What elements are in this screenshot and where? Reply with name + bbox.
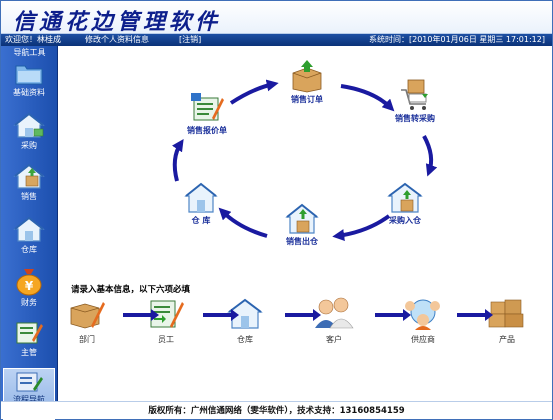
warehouse-icon (13, 216, 45, 242)
setup-instruction: 请录入基本信息，以下六项必填 (71, 285, 191, 295)
flow-node-label: 采购入仓 (389, 216, 421, 225)
house-icon (13, 112, 45, 138)
sidebar-item-label: 采购 (21, 141, 37, 150)
flow-node-warehouse[interactable]: 仓 库 (161, 180, 241, 226)
cart-icon (401, 79, 428, 110)
setup-step-employee[interactable]: 员工 (136, 296, 196, 345)
box-edit-icon (70, 302, 105, 329)
status-bar: 欢迎您！林桂成 修改个人资料信息 [注销] 系统时间：[2010年01月06日 … (1, 34, 552, 46)
logout-link[interactable]: [注销] (179, 35, 202, 44)
sidebar-item-label: 仓库 (21, 245, 37, 254)
flow-node-label: 销售订单 (291, 95, 323, 104)
setup-step-product[interactable]: 产品 (477, 296, 537, 345)
setup-step-label: 员工 (158, 335, 174, 344)
house-box-icon (285, 203, 319, 234)
flow-node-sales-out[interactable]: 销售出仓 (262, 201, 342, 247)
setup-arrows (123, 309, 493, 321)
money-bag-icon: ¥ (16, 269, 42, 296)
people-icon (315, 297, 354, 329)
setup-step-supplier[interactable]: 供应商 (393, 296, 453, 345)
setup-step-warehouse[interactable]: 仓库 (215, 296, 275, 345)
document-edit-icon (150, 300, 184, 328)
product-boxes-icon (488, 299, 524, 328)
flow-node-label: 销售出仓 (286, 237, 318, 246)
setup-step-label: 客户 (326, 335, 342, 344)
svg-text:¥: ¥ (25, 279, 34, 293)
app-title: 信通花边管理软件 (13, 9, 222, 35)
sidebar-item-finance[interactable]: ¥ 财务 (3, 264, 55, 316)
flow-node-label: 仓 库 (191, 216, 211, 225)
sidebar-item-sales[interactable]: 销售 (3, 160, 55, 212)
welcome-text: 欢迎您！林桂成 (5, 35, 61, 44)
flow-node-sales-quote[interactable]: 销售报价单 (167, 90, 247, 136)
app-header: 信通花边管理软件 (1, 1, 552, 35)
sidebar-item-label: 主管 (21, 348, 37, 357)
edit-profile-link[interactable]: 修改个人资料信息 (85, 35, 149, 44)
flow-node-sales-to-purchase[interactable]: 销售转采购 (375, 76, 455, 124)
manager-icon (16, 322, 43, 344)
setup-step-customer[interactable]: 客户 (304, 296, 364, 345)
main-panel: 销售订单 销售转采购 采购入仓 (59, 46, 552, 401)
document-edit-icon (191, 93, 224, 121)
sidebar-item-purchase[interactable]: 采购 (3, 109, 55, 161)
system-time: 系统时间：[2010年01月06日 星期三 17:01:12] (369, 35, 545, 44)
warehouse-icon (184, 182, 218, 213)
setup-step-label: 供应商 (411, 335, 435, 344)
warehouse-icon (227, 298, 263, 329)
sidebar-item-label: 基础资料 (13, 88, 45, 97)
setup-step-label: 部门 (79, 335, 95, 344)
setup-step-label: 产品 (499, 335, 515, 344)
house-box-icon (387, 182, 423, 213)
footer: 版权所有：广州信通网络（雯华软件），技术支持：13160854159 (1, 401, 552, 419)
sidebar-item-label: 销售 (21, 192, 37, 201)
flow-node-sales-order[interactable]: 销售订单 (267, 59, 347, 105)
box-upload-icon (292, 60, 322, 93)
sidebar-item-label: 流程导航 (13, 395, 45, 404)
flow-icon (16, 372, 43, 392)
sidebar-item-manager[interactable]: 主管 (3, 316, 55, 368)
sidebar-item-warehouse[interactable]: 仓库 (3, 213, 55, 265)
setup-step-label: 仓库 (237, 335, 253, 344)
sidebar: 导航工具 基础资料 采购 销售 (1, 46, 58, 420)
folder-icon (15, 65, 43, 85)
setup-step-department[interactable]: 部门 (57, 296, 117, 345)
house-box-icon (13, 163, 45, 189)
sidebar-item-basic-data[interactable]: 基础资料 (3, 58, 55, 110)
flow-node-label: 销售报价单 (187, 126, 227, 135)
sidebar-title: 导航工具 (13, 48, 46, 57)
flow-node-label: 销售转采购 (395, 114, 435, 123)
flow-cycle-arrows (172, 79, 438, 241)
sidebar-item-label: 财务 (21, 298, 37, 307)
flow-node-purchase-in[interactable]: 采购入仓 (365, 180, 445, 226)
supplier-network-icon (405, 299, 440, 330)
